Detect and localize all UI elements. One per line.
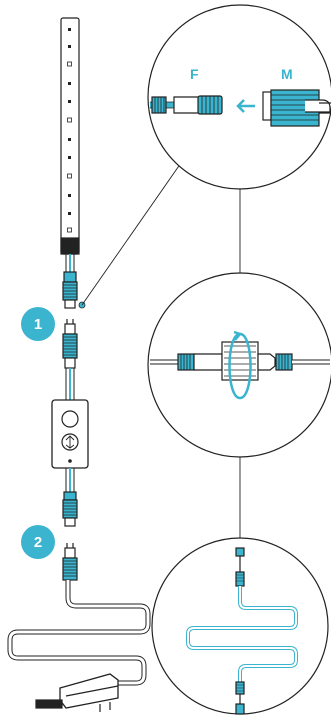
connector-female-2: [62, 491, 78, 527]
detail-circle-3: [151, 537, 329, 715]
male-label: M: [281, 66, 293, 82]
power-adapter: [35, 673, 119, 712]
rotate-arrow-icon: [228, 332, 252, 400]
connector-female-1: [62, 271, 78, 309]
led-dots: [67, 28, 72, 233]
female-label: F: [190, 66, 199, 82]
connector-male-2: [62, 543, 78, 581]
led-strip: [60, 17, 80, 255]
detail-circle-2: [147, 272, 331, 458]
connector-male-1: [62, 319, 78, 369]
step-1-badge: 1: [21, 307, 55, 341]
power-cable: [7, 580, 151, 686]
detail-circle-1: [147, 4, 331, 190]
controller-box: [51, 399, 89, 469]
arrow-left-icon: [236, 99, 255, 113]
step-2-badge: 2: [21, 525, 55, 559]
power-button-icon: [61, 410, 79, 428]
